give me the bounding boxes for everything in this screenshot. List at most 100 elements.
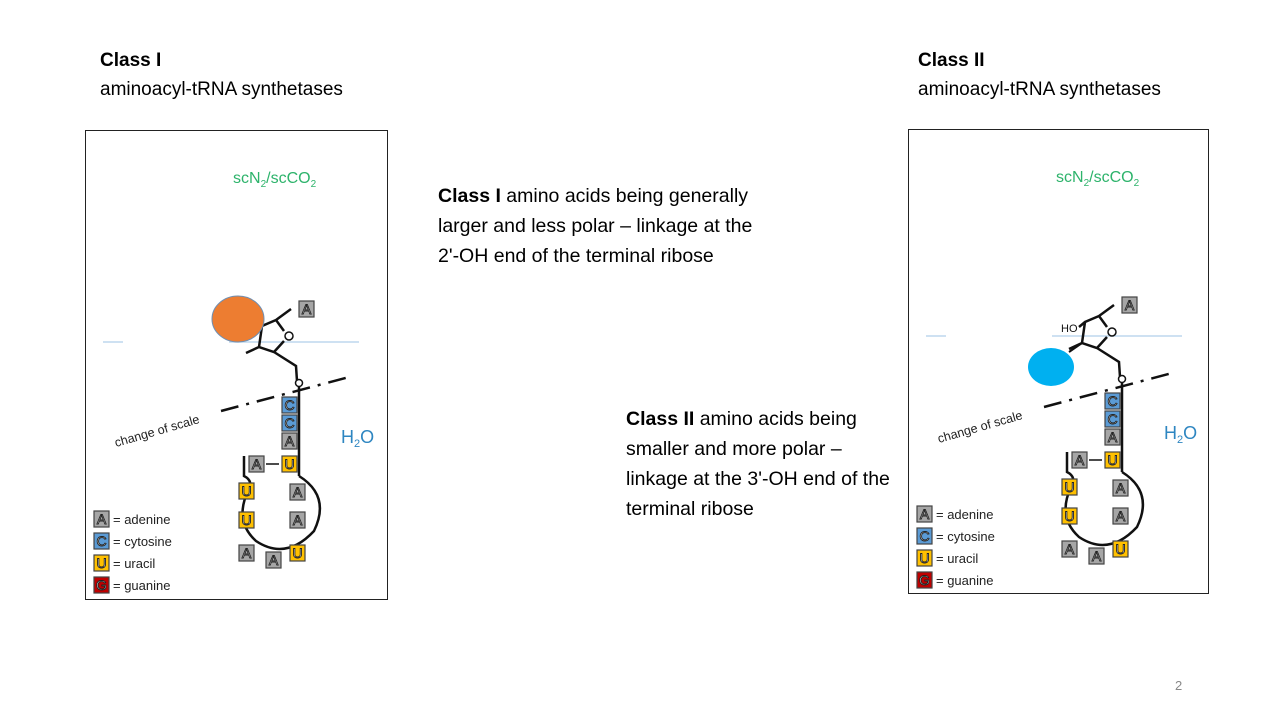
base-letter: A: [285, 433, 295, 449]
base-u: U: [238, 511, 255, 529]
base-u: U: [238, 482, 255, 500]
legend-label: = guanine: [936, 573, 993, 588]
legend-item-cytosine: C= cytosine: [916, 527, 995, 545]
base-letter: A: [920, 506, 930, 522]
base-u: U: [1112, 540, 1129, 558]
legend-swatch: G: [916, 571, 933, 589]
base-c: C: [281, 396, 298, 414]
class-ii-title: Class II aminoacyl-tRNA synthetases: [918, 46, 1161, 104]
legend-swatch: A: [916, 505, 933, 523]
text-part: /scCO: [266, 170, 310, 187]
base-u: U: [1104, 451, 1121, 469]
text-part: scN: [1056, 169, 1084, 186]
base-a: A: [1071, 451, 1088, 469]
legend-label: = adenine: [113, 512, 170, 527]
text-part: 2: [354, 438, 360, 450]
legend-item-uracil: U = uracil: [916, 549, 978, 567]
legend-label: = cytosine: [113, 534, 172, 549]
class-i-description-bold: Class I: [438, 185, 501, 207]
base-u: U: [289, 544, 306, 562]
legend-item-adenine: A = adenine: [916, 505, 993, 523]
class-ii-title-subtitle: aminoacyl-tRNA synthetases: [918, 79, 1161, 100]
base-a: A: [289, 511, 306, 529]
base-letter: U: [1064, 479, 1074, 495]
text-part: change of scale: [113, 412, 201, 450]
base-a: A: [1112, 507, 1129, 525]
base-u: U: [1061, 478, 1078, 496]
base-letter: C: [284, 415, 294, 431]
base-letter: U: [1064, 508, 1074, 524]
scale-divider: [220, 374, 354, 413]
base-u: U: [1061, 507, 1078, 525]
base-letter: U: [919, 550, 929, 566]
base-letter: C: [1107, 411, 1117, 427]
base-letter: A: [1116, 480, 1126, 496]
water-label: H2O: [341, 427, 374, 450]
base-letter: A: [293, 484, 303, 500]
base-c: C: [1104, 392, 1121, 410]
legend-item-adenine: A = adenine: [93, 510, 170, 528]
legend-item-cytosine: C = cytosine: [93, 532, 172, 550]
terminal-adenine: A: [298, 300, 315, 318]
legend-swatch: U: [93, 554, 110, 572]
legend-label: = uracil: [936, 551, 978, 566]
legend-label: = adenine: [936, 507, 993, 522]
base-letter: C: [1107, 393, 1117, 409]
base-a: A: [1061, 540, 1078, 558]
class-i-title-bold: Class I: [100, 50, 162, 71]
base-a: A: [289, 483, 306, 501]
legend-swatch: U: [916, 549, 933, 567]
legend-swatch: G: [93, 576, 110, 594]
base-letter: A: [1125, 297, 1135, 313]
base-letter: U: [284, 456, 294, 472]
text-part: O: [360, 427, 374, 447]
water-label: H2O: [1164, 423, 1197, 446]
base-a: A: [238, 544, 255, 562]
text-part: O: [1183, 423, 1197, 443]
base-letter: A: [1065, 541, 1075, 557]
linkage-bond: [1068, 342, 1083, 353]
base-a: A: [281, 432, 298, 450]
base-letter: U: [292, 545, 302, 561]
base-letter: A: [269, 552, 279, 568]
ho-label: HO: [1061, 323, 1078, 335]
legend-label: = uracil: [113, 556, 155, 571]
amino-acid-small: [1028, 348, 1074, 386]
base-letter: C: [96, 533, 106, 549]
scale-divider: [1043, 370, 1177, 409]
change-of-scale-label: change of scale: [113, 412, 201, 450]
base-a: A: [1104, 428, 1121, 446]
text-part: 2: [311, 179, 317, 190]
text-part: change of scale: [936, 408, 1024, 446]
text-part: H: [1164, 423, 1177, 443]
base-letter: A: [302, 301, 312, 317]
text-part: H: [341, 427, 354, 447]
class-ii-description-bold: Class II: [626, 408, 695, 430]
page-number: 2: [1175, 678, 1183, 693]
text-part: 2: [261, 179, 267, 190]
base-letter: U: [1115, 541, 1125, 557]
class-i-description-text: amino acids being generally larger and l…: [438, 185, 753, 267]
base-letter: U: [241, 483, 251, 499]
legend-item-uracil: U = uracil: [93, 554, 155, 572]
change-of-scale-label: change of scale: [936, 408, 1024, 446]
amino-acid-large: [211, 295, 265, 343]
medium-label: scN2/scCO2: [233, 170, 317, 190]
base-c: C: [1104, 410, 1121, 428]
base-letter: U: [96, 555, 106, 571]
text-part: /scCO: [1089, 169, 1133, 186]
legend-swatch: A: [93, 510, 110, 528]
base-letter: U: [1107, 452, 1117, 468]
base-letter: A: [242, 545, 252, 561]
base-letter: A: [1075, 452, 1085, 468]
base-letter: A: [97, 511, 107, 527]
legend-item-guanine: G= guanine: [93, 576, 170, 594]
base-letter: A: [252, 456, 262, 472]
text-part: 2: [1177, 434, 1183, 446]
medium-label: scN2/scCO2: [1056, 169, 1140, 189]
base-letter: G: [96, 577, 107, 593]
legend-item-guanine: G= guanine: [916, 571, 993, 589]
base-a: A: [1112, 479, 1129, 497]
